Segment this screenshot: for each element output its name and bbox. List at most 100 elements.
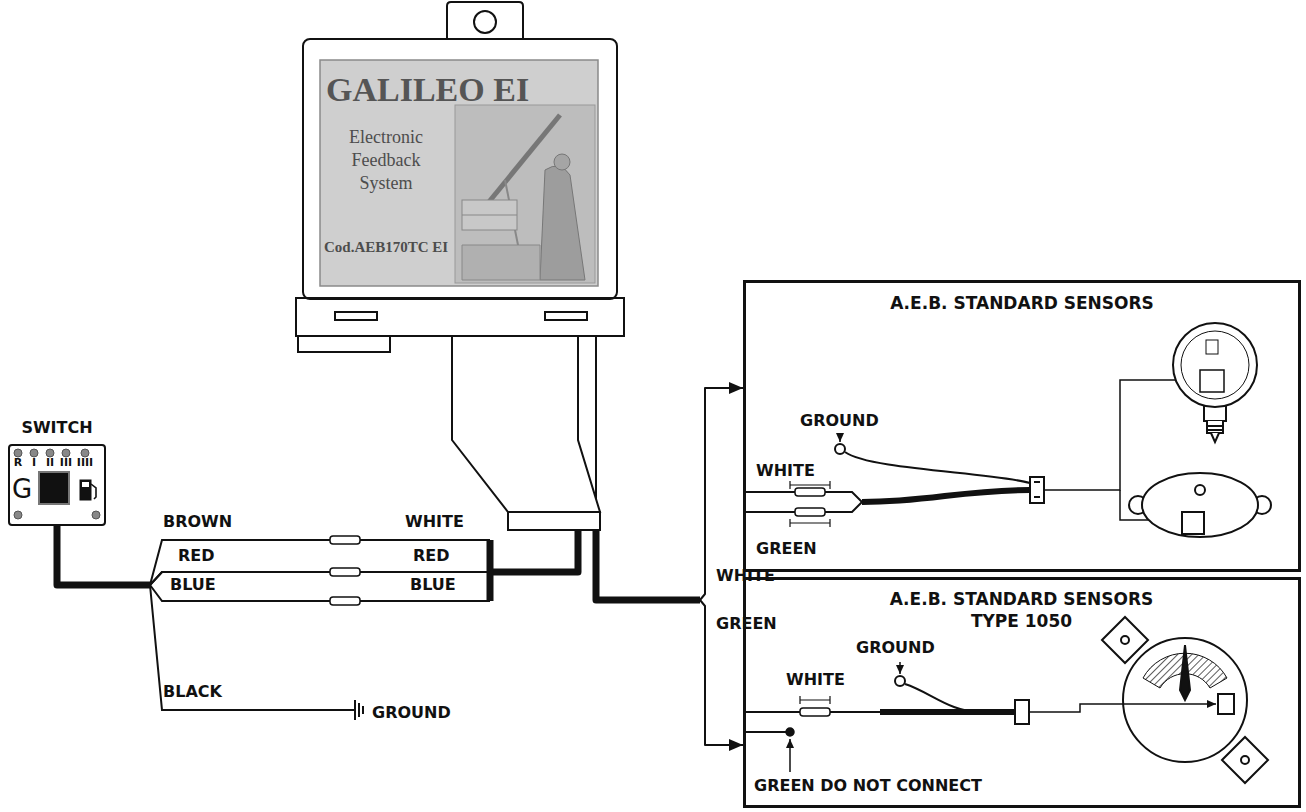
pressure-gauge — [1173, 323, 1257, 442]
unconnected-wire-end — [789, 739, 791, 772]
pressure-gauge — [1173, 323, 1257, 407]
sensor-plug — [1030, 477, 1044, 503]
wire-color-label: RED — [178, 546, 215, 565]
unconnected-wire-end — [786, 728, 794, 736]
extent-bracket — [790, 481, 830, 489]
ground-symbol — [358, 703, 360, 717]
harness-cable — [487, 540, 494, 601]
switch-led — [30, 449, 38, 457]
housing-rim — [545, 312, 587, 320]
switch-heading: SWITCH — [8, 418, 106, 437]
label-panel — [455, 105, 595, 283]
wire-color-label: BLUE — [170, 575, 216, 594]
extent-bracket — [790, 481, 830, 527]
level-sender — [1195, 485, 1205, 495]
ground-terminal — [895, 662, 980, 712]
position-marker: I — [26, 456, 42, 469]
ground-label: GROUND — [372, 703, 451, 722]
switch-led — [14, 449, 22, 457]
fuel-pump-icon — [80, 480, 96, 500]
harness-cable — [596, 530, 700, 600]
panel-heading: A.E.B. STANDARD SENSORS — [746, 293, 1298, 313]
harness-cable — [490, 530, 578, 572]
product-description: Electronic Feedback System — [332, 126, 440, 195]
cable-funnel — [452, 336, 600, 512]
label-panel — [540, 166, 585, 280]
wire-connector — [330, 568, 360, 576]
brand-name: GALILEO EI — [326, 70, 588, 111]
cable-funnel — [452, 336, 600, 530]
ground-terminal — [905, 684, 980, 712]
sensor-plug — [1034, 496, 1040, 498]
ground-terminal — [835, 433, 1030, 483]
signal-wire — [150, 540, 490, 710]
warning-note: GREEN DO NOT CONNECT — [754, 776, 1074, 795]
label-panel — [462, 200, 517, 230]
ground-terminal — [839, 433, 841, 442]
sensor-plug — [1015, 700, 1029, 724]
gauge-1050 — [1102, 617, 1268, 783]
sensor-panel: A.E.B. STANDARD SENSORS GROUND WHITE GREEN — [743, 280, 1301, 572]
ground-terminal — [845, 452, 1030, 483]
level-sender — [1129, 473, 1271, 537]
switch-led — [81, 449, 89, 457]
label-panel — [462, 215, 517, 216]
gauge-1050 — [1180, 645, 1190, 700]
leader-arrow — [1029, 704, 1216, 712]
control-unit-housing: GALILEO EIElectronic Feedback SystemCod.… — [302, 38, 618, 300]
mounting-tab — [474, 11, 496, 33]
extent-bracket — [790, 519, 830, 527]
pressure-gauge — [1181, 331, 1249, 399]
gauge-1050 — [1121, 636, 1129, 644]
fuel-pump-icon — [82, 482, 89, 487]
gauge-1050 — [1123, 638, 1247, 762]
sensor-panel: A.E.B. STANDARD SENSORS TYPE 1050GROUNDW… — [743, 577, 1301, 808]
housing-rim — [298, 336, 390, 352]
fuel-pump-icon — [80, 480, 91, 500]
wire-color-label: GREEN — [716, 614, 777, 633]
wire-connector — [330, 597, 360, 605]
wire-connector — [795, 488, 825, 516]
ground-terminal — [899, 662, 901, 674]
switch-led — [46, 449, 54, 457]
cable-funnel — [508, 512, 600, 530]
gauge-1050 — [1218, 694, 1234, 714]
sensor-wire — [746, 731, 790, 733]
sensor-plug — [1034, 481, 1040, 483]
sensor-wire — [880, 709, 1015, 715]
terminal-label: GROUND — [800, 411, 920, 430]
ground-symbol — [354, 700, 356, 720]
wire-connector — [795, 488, 825, 496]
switch-button — [39, 472, 69, 504]
wire-connector — [330, 536, 360, 544]
leader-arrow — [1029, 704, 1216, 712]
position-marker: R — [10, 456, 26, 469]
sensor-plug — [1030, 477, 1044, 503]
leader-arrow — [1044, 380, 1198, 490]
wire-color-label: WHITE — [405, 512, 464, 531]
harness-cable — [57, 526, 150, 585]
terminal-label: GROUND — [856, 638, 976, 657]
label-panel — [320, 60, 598, 286]
wire-color-label: RED — [413, 546, 450, 565]
ground-symbol — [355, 700, 363, 720]
sensor-wire — [746, 490, 1030, 512]
ground-terminal — [835, 444, 845, 454]
extent-bracket — [800, 696, 830, 704]
wire-color-label: WHITE — [756, 461, 846, 480]
fuel-pump-icon — [91, 484, 96, 499]
label-panel — [462, 245, 540, 280]
sensor-plug — [1015, 700, 1029, 724]
position-marker: IIII — [74, 456, 96, 469]
extent-bracket — [800, 696, 830, 704]
position-marker: III — [57, 456, 75, 469]
ground-terminal — [895, 676, 905, 686]
switch-button — [39, 472, 69, 504]
wire-color-label: BLUE — [410, 575, 456, 594]
selector-switch: SWITCHRIIIIIIIIIIG — [8, 444, 106, 526]
position-marker: II — [42, 456, 58, 469]
wire-color-label: GREEN — [756, 539, 846, 558]
pressure-gauge — [1200, 370, 1224, 392]
sensor-wire — [862, 490, 1030, 502]
